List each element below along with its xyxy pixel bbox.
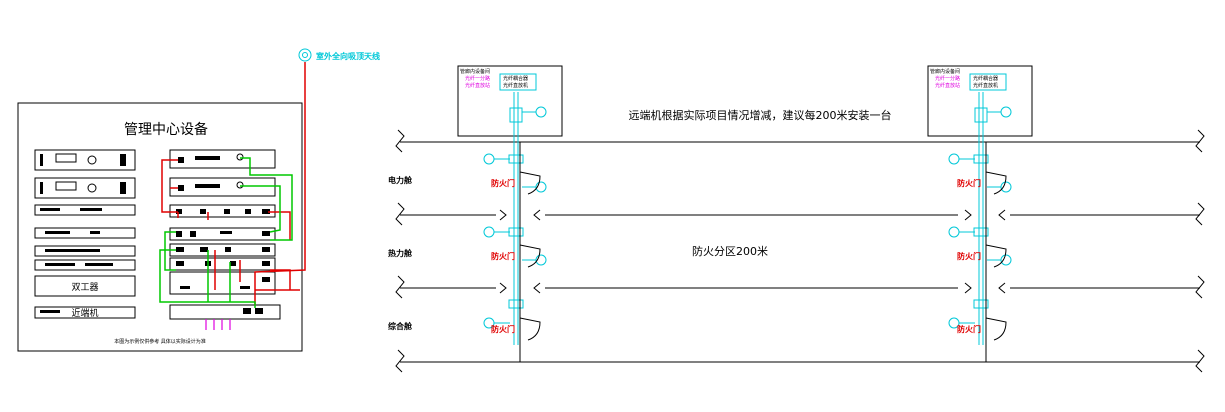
- svg-text:管廊内设备间: 管廊内设备间: [930, 68, 960, 75]
- duplexer-label: 双工器: [71, 282, 98, 293]
- fire-doors-right: [964, 142, 1007, 362]
- management-center-panel: 管理中心设备 双工器 近端机: [17, 62, 306, 352]
- fire-door-label: 防火门: [491, 324, 515, 334]
- equipment-room-box: [927, 65, 1033, 137]
- fire-door-label: 防火门: [957, 178, 981, 188]
- rack-unit-4: [34, 227, 136, 239]
- magenta-cables: [205, 319, 231, 330]
- near-end-label: 近端机: [71, 307, 98, 319]
- rack-unit-r5: [169, 243, 276, 257]
- svg-text:光纤直放机: 光纤直放机: [973, 82, 998, 89]
- panel-footnote: 本图为示例仅供参考 具体以实际设计为准: [114, 338, 206, 345]
- antenna-label: 室外全向吸顶天线: [316, 51, 380, 61]
- fire-door-label: 防火门: [491, 251, 515, 261]
- fire-door-label: 防火门: [957, 324, 981, 334]
- outdoor-antenna: 室外全向吸顶天线: [298, 48, 380, 62]
- rack-unit-r6: [169, 257, 276, 271]
- feeder-right: [948, 92, 1012, 345]
- rack-unit-r2: [169, 177, 276, 197]
- rack-unit-near-end: [34, 306, 136, 319]
- equipment-room-left: 管廊内设备间 光纤一分路 光纤直放站 光纤耦合器 光纤直放机: [457, 65, 563, 137]
- tunnel-walls: [395, 129, 1205, 373]
- fire-door-label: 防火门: [957, 251, 981, 261]
- equipment-room-right: 管廊内设备间 光纤一分路 光纤直放站 光纤耦合器 光纤直放机: [927, 65, 1033, 137]
- svg-text:光纤直放机: 光纤直放机: [503, 82, 528, 89]
- feeder-left: [483, 92, 547, 345]
- cabin-label-power: 电力舱: [388, 175, 413, 185]
- panel-title: 管理中心设备: [124, 121, 208, 138]
- left-rack-details: [40, 153, 126, 313]
- svg-text:光纤直放站: 光纤直放站: [935, 82, 960, 89]
- svg-text:光纤耦合器: 光纤耦合器: [503, 75, 528, 82]
- cabin-label-heat: 热力舱: [388, 248, 413, 258]
- rack-unit-r1: [169, 149, 276, 169]
- green-cables: [159, 157, 293, 308]
- svg-text:光纤一分路: 光纤一分路: [935, 75, 960, 82]
- remote-unit-note: 远端机根据实际项目情况增减，建议每200米安装一台: [629, 108, 892, 122]
- svg-text:管廊内设备间: 管廊内设备间: [460, 68, 490, 75]
- right-rack-units: [169, 149, 281, 320]
- rack-unit-r3: [169, 204, 276, 218]
- fire-doors-left: [499, 142, 541, 362]
- svg-text:光纤一分路: 光纤一分路: [465, 75, 490, 82]
- red-cables: [161, 62, 306, 305]
- fire-door-label: 防火门: [491, 178, 515, 188]
- antenna-icon: [298, 48, 312, 62]
- cabin-label-integrated: 综合舱: [388, 321, 413, 331]
- rack-unit-r8: [169, 304, 281, 320]
- rack-unit-duplexer: [34, 275, 136, 297]
- fire-zone-label: 防火分区200米: [692, 244, 768, 258]
- svg-text:光纤直放站: 光纤直放站: [465, 82, 490, 89]
- equipment-room-box: [457, 65, 563, 137]
- svg-text:光纤耦合器: 光纤耦合器: [973, 75, 998, 82]
